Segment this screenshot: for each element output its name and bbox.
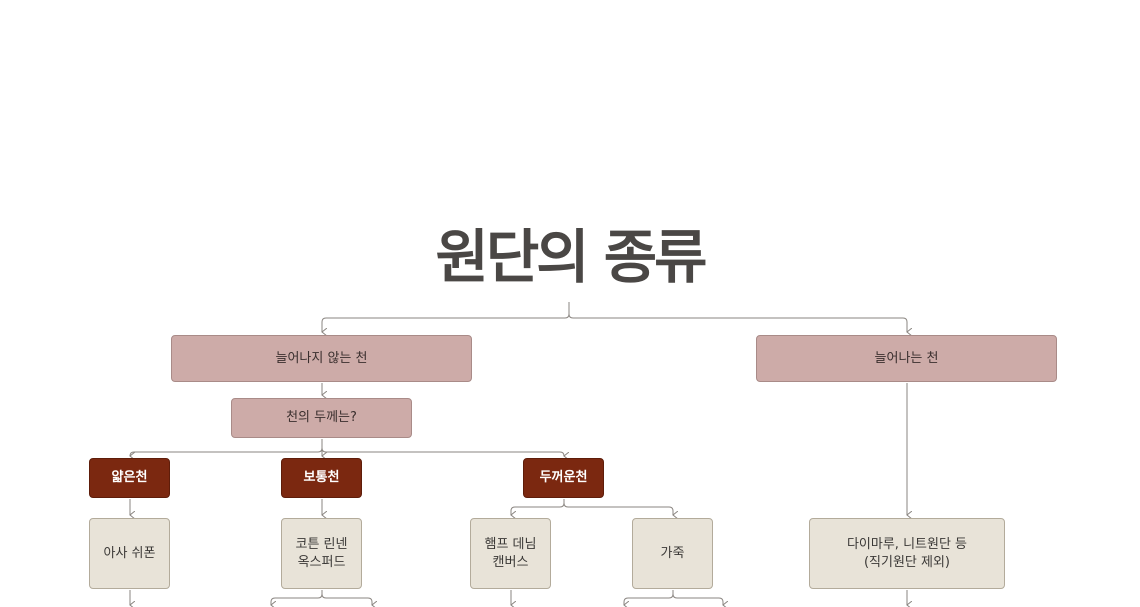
bottom-arrow bbox=[624, 590, 674, 605]
node-thickness-question: 천의 두께는? bbox=[231, 398, 412, 438]
thickness-connector bbox=[321, 447, 564, 456]
thick-connector bbox=[563, 502, 673, 515]
bottom-arrow bbox=[672, 593, 723, 605]
thick-connector bbox=[511, 499, 565, 515]
node-thick-examples-2: 가죽 bbox=[632, 518, 713, 589]
node-thick-examples-1: 햄프 데님 캔버스 bbox=[470, 518, 551, 589]
node-thick: 두꺼운천 bbox=[523, 458, 604, 498]
node-normal-examples: 코튼 린넨 옥스퍼드 bbox=[281, 518, 362, 589]
thickness-connector bbox=[130, 447, 323, 456]
title-connector bbox=[322, 302, 570, 332]
diagram-title: 원단의 종류 bbox=[435, 223, 708, 291]
node-stretch-examples: 다이마루, 니트원단 등 (직기원단 제외) bbox=[809, 518, 1005, 589]
node-thin-examples: 아사 쉬폰 bbox=[89, 518, 170, 589]
bottom-arrow bbox=[321, 593, 372, 605]
title-connector bbox=[568, 313, 907, 332]
node-non-stretch: 늘어나지 않는 천 bbox=[171, 335, 472, 382]
node-stretch: 늘어나는 천 bbox=[756, 335, 1057, 382]
node-thin: 얇은천 bbox=[89, 458, 170, 498]
node-normal: 보통천 bbox=[281, 458, 362, 498]
bottom-arrow bbox=[271, 590, 323, 605]
